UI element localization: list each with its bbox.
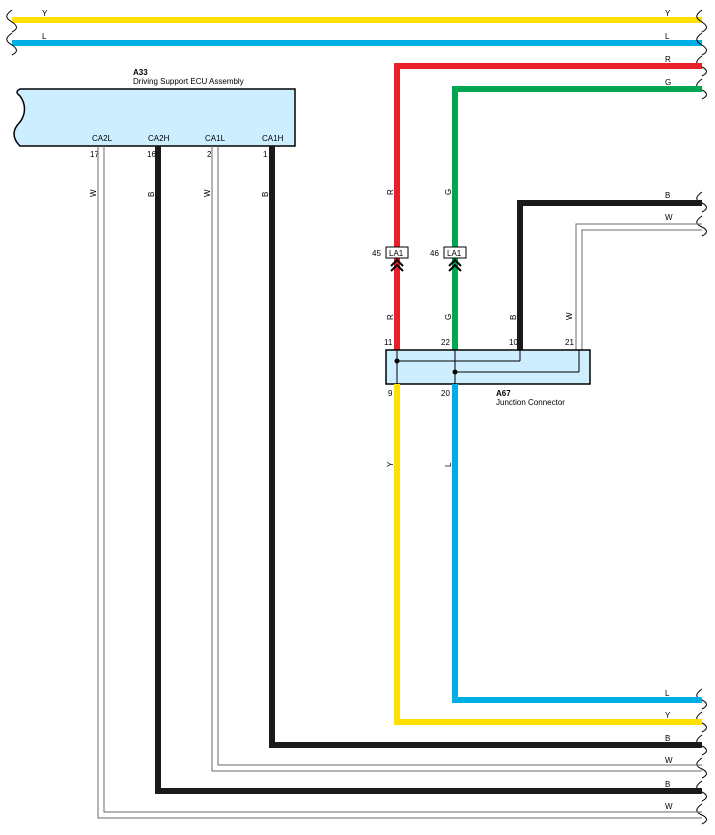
ecu-pin-name-ca1h: CA1H xyxy=(262,134,284,143)
top-left-label-l: L xyxy=(42,32,47,41)
right-label-b: B xyxy=(665,191,670,200)
wire-label-w-lower: W xyxy=(565,312,574,320)
wire-black-mid xyxy=(517,200,702,350)
jc-pin-20: 20 xyxy=(441,389,450,398)
right-bottom-label-l: L xyxy=(665,689,670,698)
ecu-wire-label-b2: B xyxy=(261,192,270,197)
ecu-wire-label-w2: W xyxy=(203,189,212,197)
ecu-wire-label-b1: B xyxy=(147,192,156,197)
ecu-pin-name-ca2l: CA2L xyxy=(92,134,113,143)
right-bottom-label-w1: W xyxy=(665,756,673,765)
junction-dot-1 xyxy=(394,358,400,364)
jc-pin-11: 11 xyxy=(384,338,393,347)
ecu-name: Driving Support ECU Assembly xyxy=(133,77,244,86)
ecu-pin-name-ca1l: CA1L xyxy=(205,134,226,143)
wire-label-y-out: Y xyxy=(386,461,395,467)
connector-chevron-icon xyxy=(390,258,404,272)
junction-internal-bus xyxy=(396,350,580,384)
jc-pin-9: 9 xyxy=(388,389,393,398)
wire-green xyxy=(452,86,702,350)
wire-ca1h-black xyxy=(269,146,702,748)
wire-ca2l-white xyxy=(97,146,702,819)
wire-label-g-lower: G xyxy=(444,314,453,320)
connector-code-45: LA1 xyxy=(389,249,404,258)
ecu-pin-num-17: 17 xyxy=(90,150,99,159)
right-bottom-label-w2: W xyxy=(665,802,673,811)
jc-pin-21: 21 xyxy=(565,338,574,347)
top-right-label-l: L xyxy=(665,32,670,41)
jc-id: A67 xyxy=(496,389,511,398)
wire-ca1l-white xyxy=(211,146,702,772)
connector-chevron-icon xyxy=(448,258,462,272)
wire-red xyxy=(394,63,702,350)
wire-white-mid xyxy=(575,223,702,350)
top-left-label-y: Y xyxy=(42,9,48,18)
ecu-pin-num-16: 16 xyxy=(147,150,156,159)
junction-dot-2 xyxy=(452,369,458,375)
junction-connector-box xyxy=(385,349,591,385)
top-right-label-y: Y xyxy=(665,9,671,18)
jc-pin-22: 22 xyxy=(441,338,450,347)
right-bottom-label-b1: B xyxy=(665,734,670,743)
wire-label-b-lower: B xyxy=(509,315,518,320)
connector-la1-45: LA1 45 xyxy=(372,246,409,272)
ecu-box xyxy=(13,88,296,147)
wire-label-g-upper: G xyxy=(444,189,453,195)
wire-ca2h-black xyxy=(155,146,702,794)
jc-pin-10: 10 xyxy=(509,338,518,347)
ecu-id: A33 xyxy=(133,68,148,77)
right-bottom-label-y: Y xyxy=(665,711,671,720)
right-label-r: R xyxy=(665,55,671,64)
ecu-pin-name-ca2h: CA2H xyxy=(148,134,170,143)
right-bottom-label-b2: B xyxy=(665,780,670,789)
wire-yellow-out xyxy=(394,384,702,725)
wire-label-r-upper: R xyxy=(386,189,395,195)
ecu-wire-label-w1: W xyxy=(89,189,98,197)
connector-la1-46: LA1 46 xyxy=(430,246,467,272)
ecu-pin-num-1: 1 xyxy=(263,150,268,159)
right-label-w: W xyxy=(665,213,673,222)
connector-num-45: 45 xyxy=(372,249,381,258)
ecu-pin-num-2: 2 xyxy=(207,150,212,159)
wire-blue-out xyxy=(452,384,702,703)
wire-label-l-out: L xyxy=(444,462,453,467)
connector-num-46: 46 xyxy=(430,249,439,258)
jc-name: Junction Connector xyxy=(496,398,565,407)
right-label-g: G xyxy=(665,78,671,87)
wire-label-r-lower: R xyxy=(386,314,395,320)
connector-code-46: LA1 xyxy=(447,249,462,258)
